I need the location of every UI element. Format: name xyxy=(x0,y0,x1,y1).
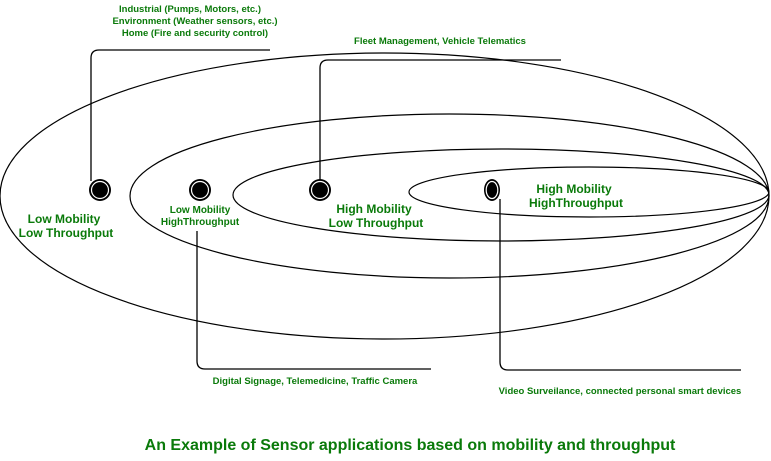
leader-line-high-high xyxy=(499,199,741,371)
zone-label-high-high-line1: High Mobility xyxy=(536,182,612,196)
app-label-environment: Environment (Weather sensors, etc.) xyxy=(112,16,277,27)
zone-label-low-low-line1: Low Mobility xyxy=(28,212,101,226)
zone-label-low-low-line2: Low Throughput xyxy=(19,226,114,240)
zone-label-low-high-line2: HighThroughput xyxy=(161,217,240,228)
leader-line-low-low xyxy=(90,49,270,181)
app-label-fleet: Fleet Management, Vehicle Telematics xyxy=(354,36,526,47)
zone-label-high-high-line2: HighThroughput xyxy=(529,196,623,210)
leader-line-low-high xyxy=(196,231,431,370)
ellipse-low-mobility-high-throughput xyxy=(129,113,770,279)
ellipse-low-mobility-low-throughput xyxy=(0,52,770,340)
ellipse-high-mobility-high-throughput xyxy=(408,166,770,218)
marker-low-low xyxy=(89,179,111,201)
marker-high-high xyxy=(484,179,500,201)
zone-label-low-high-line1: Low Mobility xyxy=(170,205,231,216)
zone-label-high-low-line1: High Mobility xyxy=(336,202,412,216)
zone-label-high-low-line2: Low Throughput xyxy=(329,216,424,230)
app-label-video-surveillance: Video Surveilance, connected personal sm… xyxy=(499,386,742,397)
marker-low-high xyxy=(189,179,211,201)
ellipse-high-mobility-low-throughput xyxy=(232,148,770,242)
app-label-digital-signage: Digital Signage, Telemedicine, Traffic C… xyxy=(213,376,418,387)
marker-high-low xyxy=(309,179,331,201)
diagram-caption: An Example of Sensor applications based … xyxy=(145,437,676,454)
leader-line-high-low xyxy=(319,59,561,181)
app-label-industrial: Industrial (Pumps, Motors, etc.) xyxy=(119,4,261,15)
app-label-home: Home (Fire and security control) xyxy=(122,28,268,39)
